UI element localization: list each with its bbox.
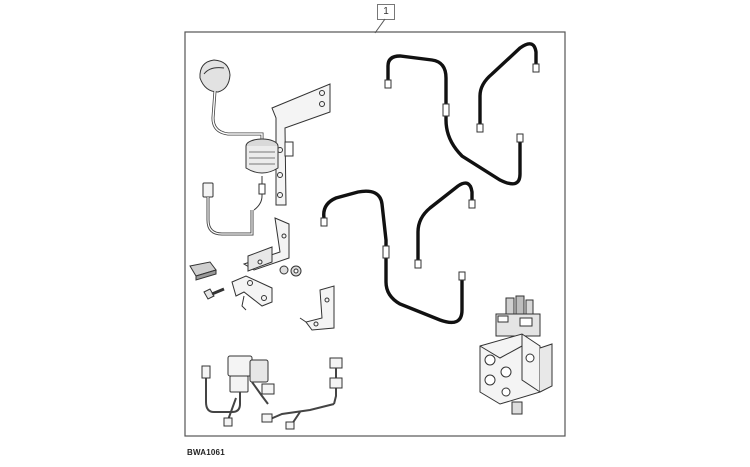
figure-code: BWA1061 [187, 448, 225, 457]
hydraulic-hoses-upper [384, 42, 540, 186]
joystick-lever-assembly [199, 59, 331, 211]
rubber-block [189, 261, 217, 281]
callout-label-1: 1 [377, 4, 395, 20]
connector-harness-small [202, 182, 254, 236]
control-valve [479, 295, 553, 415]
hydraulic-hoses-lower [320, 181, 476, 325]
kit-frame [184, 31, 566, 437]
bolt [203, 287, 225, 300]
wiring-harness [261, 357, 343, 430]
solenoid-harness [201, 355, 275, 427]
callout-leader [374, 18, 386, 34]
hardware-nuts [279, 265, 302, 277]
mounting-bracket-1 [242, 217, 290, 272]
mounting-bracket-2 [299, 285, 335, 331]
linkage-arm [231, 275, 273, 311]
